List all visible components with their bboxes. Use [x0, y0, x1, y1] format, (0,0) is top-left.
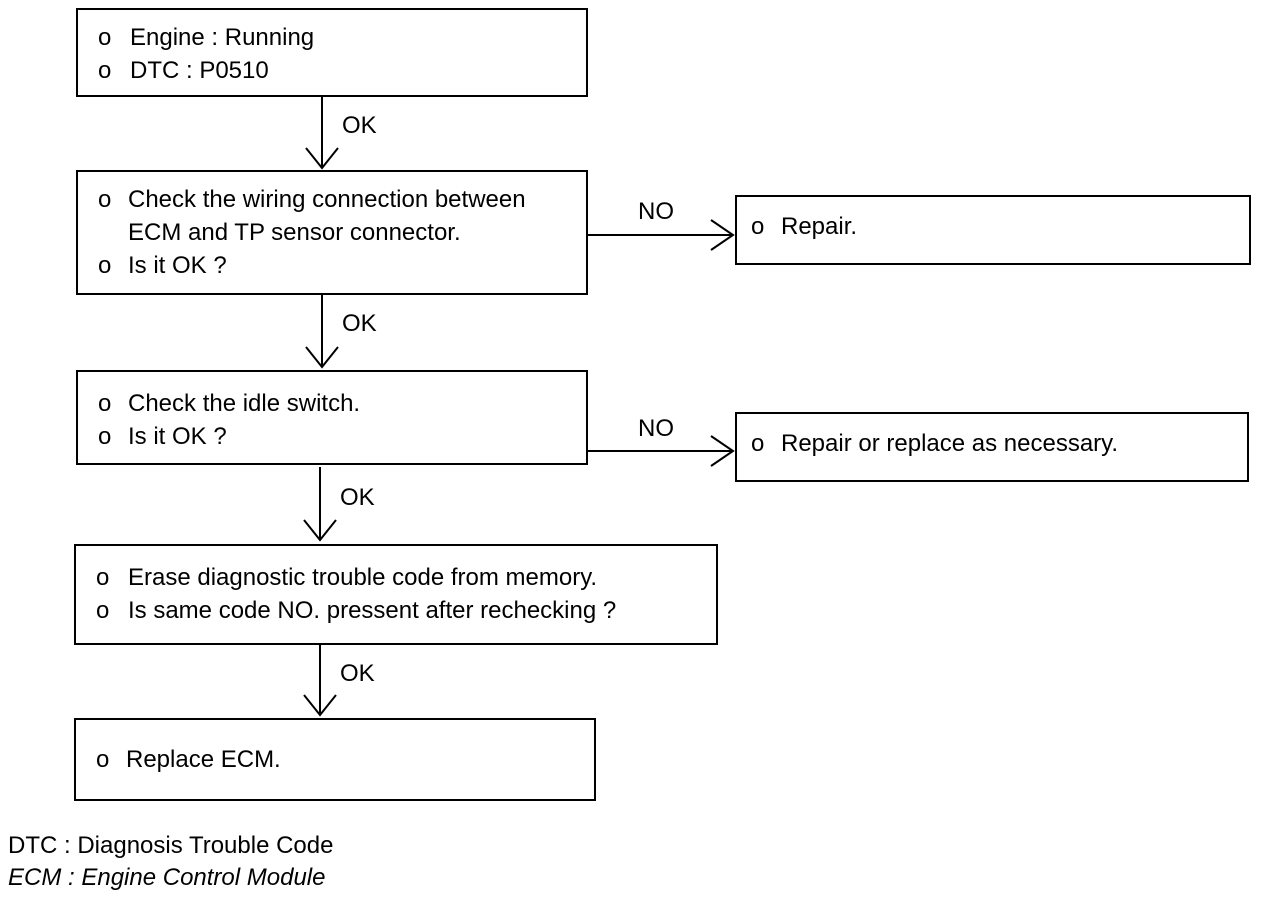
legend-dtc: DTC : Diagnosis Trouble Code	[8, 832, 334, 859]
edge-label-no: NO	[638, 415, 674, 442]
bullet: o	[98, 57, 112, 84]
step-text: ECM and TP sensor connector.	[128, 219, 461, 246]
edge-label-no: NO	[638, 198, 674, 225]
bullet: o	[98, 390, 112, 417]
step-box-idle-switch: o Check the idle switch. o Is it OK ?	[76, 370, 588, 465]
edge-label-ok: OK	[342, 112, 377, 139]
action-box-repair: o Repair.	[735, 195, 1251, 265]
action-box-repair-replace: o Repair or replace as necessary.	[735, 412, 1249, 482]
bullet: o	[98, 186, 112, 213]
bullet: o	[98, 24, 112, 51]
step-box-replace-ecm: o Replace ECM.	[74, 718, 596, 801]
edge-label-ok: OK	[340, 660, 375, 687]
action-text: Repair.	[781, 213, 858, 240]
edge-label-ok: OK	[340, 484, 375, 511]
bullet: o	[96, 564, 110, 591]
edge-label-ok: OK	[342, 310, 377, 337]
step-text: Is it OK ?	[128, 423, 227, 450]
step-text: Is same code NO. pressent after rechecki…	[128, 597, 617, 624]
arrowhead-no-2	[710, 435, 735, 467]
bullet: o	[96, 746, 110, 773]
step-text: Check the wiring connection between	[128, 186, 526, 213]
step-text: Engine : Running	[130, 24, 315, 51]
step-text: Is it OK ?	[128, 252, 227, 279]
step-box-wiring-check: o Check the wiring connection between EC…	[76, 170, 588, 295]
arrowhead-no-1	[710, 219, 735, 251]
bullet: o	[98, 252, 112, 279]
legend-ecm: ECM : Engine Control Module	[8, 864, 326, 891]
action-text: Repair or replace as necessary.	[781, 430, 1119, 457]
bullet: o	[96, 597, 110, 624]
step-text: Replace ECM.	[126, 746, 281, 773]
step-text: Erase diagnostic trouble code from memor…	[128, 564, 598, 591]
bullet: o	[98, 423, 112, 450]
arrowhead-ok-2	[305, 346, 339, 369]
arrowhead-ok-1	[305, 147, 339, 170]
arrowhead-ok-3	[303, 519, 337, 542]
step-box-engine-dtc: o Engine : Running o DTC : P0510	[76, 8, 588, 97]
bullet: o	[751, 213, 765, 240]
step-text: Check the idle switch.	[128, 390, 361, 417]
step-box-erase-dtc: o Erase diagnostic trouble code from mem…	[74, 544, 718, 645]
arrowhead-ok-4	[303, 694, 337, 717]
step-text: DTC : P0510	[130, 57, 269, 84]
bullet: o	[751, 430, 765, 457]
